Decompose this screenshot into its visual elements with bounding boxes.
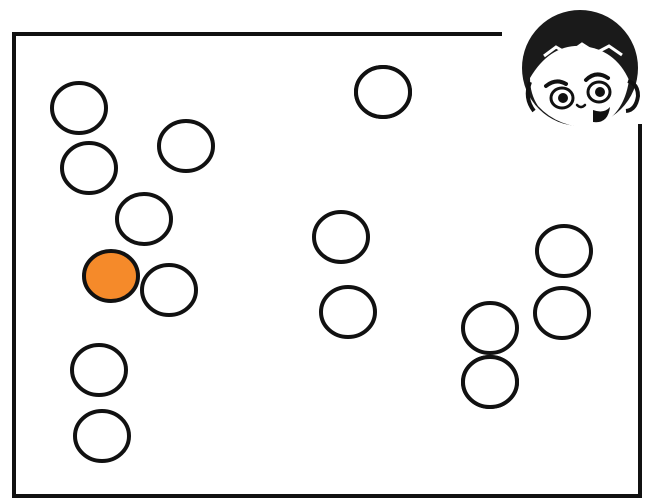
empty-dot[interactable] — [62, 143, 116, 193]
empty-dot[interactable] — [117, 194, 171, 244]
left-pupil — [558, 93, 568, 103]
empty-dot[interactable] — [72, 345, 126, 395]
empty-dot[interactable] — [142, 265, 196, 315]
empty-dot[interactable] — [463, 303, 517, 353]
empty-dot[interactable] — [537, 226, 591, 276]
empty-dot[interactable] — [356, 67, 410, 117]
empty-dot[interactable] — [535, 288, 589, 338]
empty-dot[interactable] — [52, 83, 106, 133]
empty-dot[interactable] — [159, 121, 213, 171]
empty-dot[interactable] — [314, 212, 368, 262]
highlighted-dot[interactable] — [84, 251, 138, 301]
empty-dot[interactable] — [75, 411, 129, 461]
right-pupil — [595, 87, 605, 97]
empty-dot[interactable] — [463, 357, 517, 407]
empty-dot[interactable] — [321, 287, 375, 337]
